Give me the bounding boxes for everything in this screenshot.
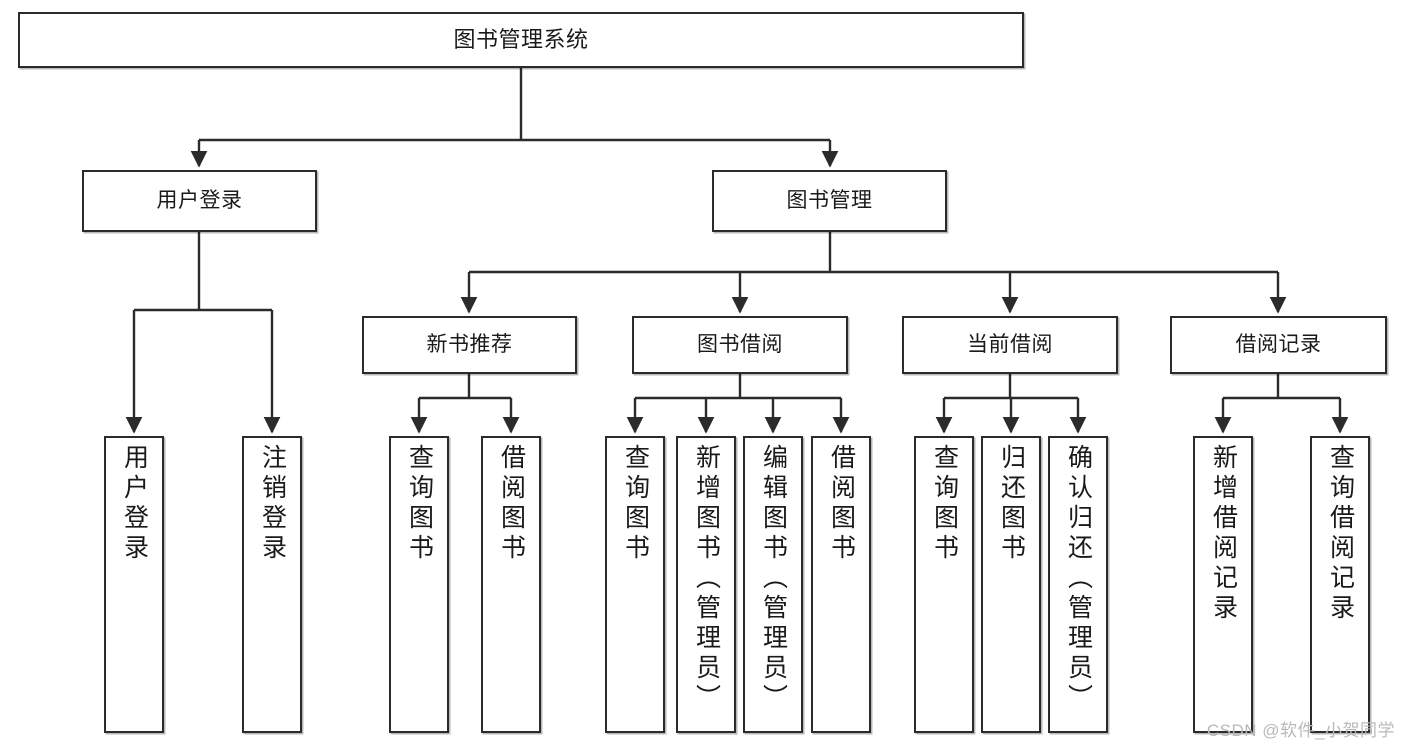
node-user-login[interactable]: 用户登录 [82,170,317,232]
node-label: 用户登录 [156,188,243,212]
csdn-watermark: CSDN @软件_小贺同学 [1206,721,1395,740]
node-new-book-recommend[interactable]: 新书推荐 [362,316,577,374]
leaf-query-book-current[interactable]: 查询图书 [914,436,974,733]
leaf-add-borrow-record[interactable]: 新增借阅记录 [1193,436,1253,733]
node-label: 查询图书 [930,444,959,564]
node-label: 新增借阅记录 [1209,444,1238,624]
node-label: 注销登录 [258,444,287,564]
leaf-query-book-recommend[interactable]: 查询图书 [389,436,449,733]
node-label: 借阅图书 [497,444,526,564]
node-label: 确认归还（管理员） [1064,444,1093,714]
node-label: 图书管理系统 [453,27,589,53]
node-borrow-record[interactable]: 借阅记录 [1170,316,1387,374]
node-root-system[interactable]: 图书管理系统 [18,12,1024,68]
leaf-borrow-book-recommend[interactable]: 借阅图书 [481,436,541,733]
node-label: 借阅图书 [827,444,856,564]
node-label: 借阅记录 [1235,332,1322,356]
node-label: 新书推荐 [426,332,513,356]
node-label: 图书管理 [786,188,873,212]
leaf-borrow-book[interactable]: 借阅图书 [811,436,871,733]
node-label: 归还图书 [997,444,1026,564]
leaf-user-login[interactable]: 用户登录 [104,436,164,733]
leaf-confirm-return-admin[interactable]: 确认归还（管理员） [1048,436,1108,733]
node-label: 新增图书（管理员） [692,444,721,714]
node-book-management[interactable]: 图书管理 [712,170,947,232]
node-book-borrow[interactable]: 图书借阅 [632,316,848,374]
leaf-logout[interactable]: 注销登录 [242,436,302,733]
node-label: 查询图书 [405,444,434,564]
node-current-borrow[interactable]: 当前借阅 [902,316,1118,374]
node-label: 图书借阅 [697,332,783,356]
node-label: 用户登录 [120,444,149,564]
leaf-edit-book-admin[interactable]: 编辑图书（管理员） [743,436,803,733]
leaf-add-book-admin[interactable]: 新增图书（管理员） [676,436,736,733]
leaf-return-book[interactable]: 归还图书 [981,436,1041,733]
leaf-query-book-borrow[interactable]: 查询图书 [605,436,665,733]
node-label: 编辑图书（管理员） [759,444,788,714]
node-label: 当前借阅 [967,332,1053,356]
leaf-query-borrow-record[interactable]: 查询借阅记录 [1310,436,1370,733]
node-label: 查询图书 [621,444,650,564]
node-label: 查询借阅记录 [1326,444,1355,624]
